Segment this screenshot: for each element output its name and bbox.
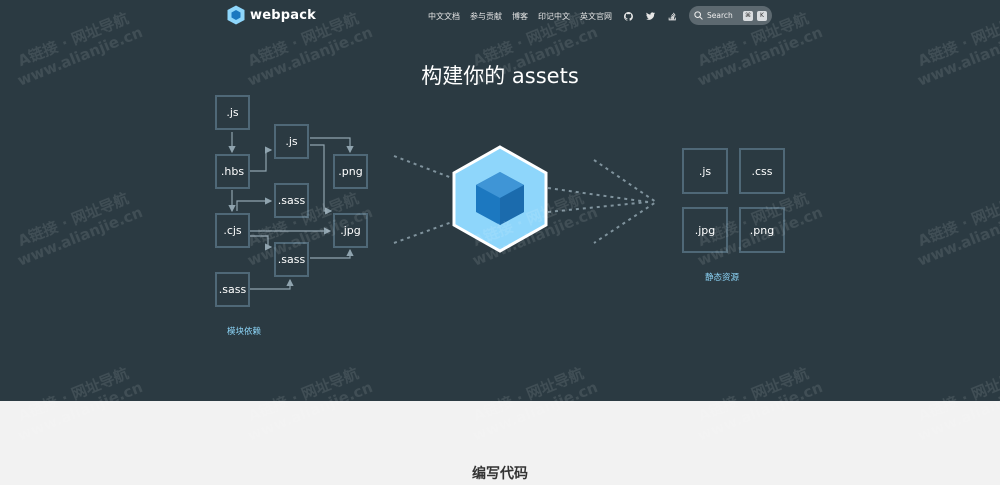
module-cjs-box: .cjs (215, 213, 250, 248)
input-dashed-line-top (393, 155, 453, 179)
github-icon[interactable] (622, 10, 634, 22)
hero-title: 构建你的 assets (421, 64, 579, 88)
module-sass-box-2: .sass (274, 183, 309, 218)
module-sass-box-3: .sass (274, 242, 309, 277)
search-button[interactable]: Search ⌘ K (689, 6, 772, 25)
site-logo[interactable]: webpack (227, 5, 316, 25)
modules-caption: 模块依赖 (227, 327, 262, 337)
nav-english-site[interactable]: 英文官网 (580, 11, 612, 21)
lower-section (0, 401, 1000, 485)
webpack-cube-icon (452, 145, 548, 253)
search-label: Search (707, 11, 733, 20)
output-css-box: .css (739, 148, 785, 194)
output-label: .js (698, 164, 712, 178)
nav-contribute[interactable]: 参与贡献 (470, 11, 502, 21)
output-jpg-box: .jpg (682, 207, 728, 253)
module-label: .cjs (223, 224, 242, 237)
module-label: .js (226, 106, 239, 119)
module-sass-box: .sass (215, 272, 250, 307)
logo-text: webpack (250, 7, 316, 23)
search-icon (694, 11, 703, 20)
outputs-caption: 静态资源 (705, 273, 740, 283)
output-dashed-line-2 (547, 201, 649, 213)
nav-docs[interactable]: 中文文档 (428, 11, 460, 21)
module-label: .sass (218, 283, 247, 296)
output-label: .jpg (694, 223, 716, 237)
hero-section: .js .hbs .cjs .sass .js .sass .sass .png… (215, 64, 785, 337)
module-label: .hbs (220, 165, 245, 178)
module-hbs-box: .hbs (215, 154, 250, 189)
module-label: .png (338, 165, 363, 178)
module-label: .jpg (340, 224, 361, 237)
module-label: .sass (277, 194, 306, 207)
section-title: 编写代码 (472, 466, 528, 482)
input-dashed-line-bottom (393, 221, 453, 244)
dependency-graph-lines (228, 132, 658, 290)
module-js-box-2: .js (274, 124, 309, 159)
module-jpg-box: .jpg (333, 213, 368, 248)
nav-docschina[interactable]: 印记中文 (538, 11, 570, 21)
search-shortcut-cmd: ⌘ (743, 10, 753, 21)
nav-blog[interactable]: 博客 (512, 11, 528, 21)
twitter-icon[interactable] (644, 10, 656, 22)
output-dashed-line-1 (547, 187, 649, 203)
webpack-logo-icon (227, 5, 245, 25)
output-png-box: .png (739, 207, 785, 253)
search-shortcut-k: K (757, 10, 767, 21)
module-js-box: .js (215, 95, 250, 130)
module-png-box: .png (333, 154, 368, 189)
output-label: .css (751, 164, 773, 178)
module-label: .js (285, 135, 298, 148)
output-js-box: .js (682, 148, 728, 194)
output-label: .png (749, 223, 775, 237)
top-nav: 中文文档 参与贡献 博客 印记中文 英文官网 (428, 8, 700, 24)
stackoverflow-icon[interactable] (666, 10, 678, 22)
module-label: .sass (277, 253, 306, 266)
